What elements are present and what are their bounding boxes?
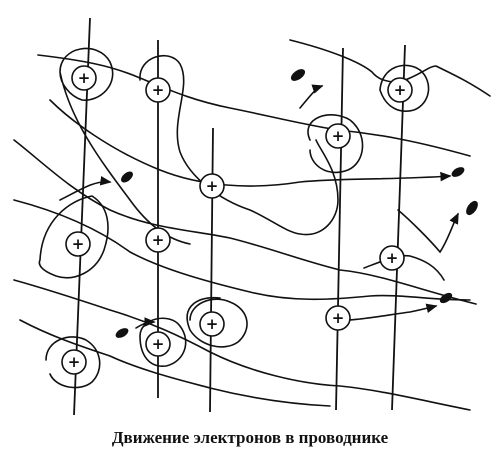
svg-text:+: + xyxy=(78,69,91,87)
svg-text:+: + xyxy=(332,127,345,145)
electron-icon xyxy=(451,167,465,177)
electron-icon xyxy=(115,328,129,338)
svg-text:+: + xyxy=(152,231,165,249)
electron-path xyxy=(299,84,324,109)
svg-text:+: + xyxy=(386,249,399,267)
electron-path xyxy=(379,64,430,112)
electron-path xyxy=(59,175,112,201)
electron-path xyxy=(363,254,445,281)
electron-path xyxy=(135,317,156,329)
positive-ion-icon: + xyxy=(71,65,97,91)
electron-path xyxy=(13,139,477,305)
svg-text:+: + xyxy=(394,81,407,99)
electron-path xyxy=(139,54,339,236)
positive-ion-icon: + xyxy=(65,231,91,257)
electron-icon xyxy=(466,200,478,216)
lattice-lines xyxy=(73,17,406,416)
positive-ion-icon: + xyxy=(325,305,351,331)
electron-paths xyxy=(13,39,491,411)
lattice-line xyxy=(209,127,214,413)
electron-path xyxy=(38,195,109,279)
conductor-diagram: + + + + + + + + xyxy=(13,17,491,416)
electron-path xyxy=(13,279,471,411)
positive-ion-icon: + xyxy=(379,245,405,271)
diagram-caption: Движение электронов в проводнике xyxy=(111,428,389,447)
electron-path xyxy=(59,47,191,245)
positive-ion-icon: + xyxy=(325,123,351,149)
svg-text:+: + xyxy=(152,81,165,99)
positive-ion-icon: + xyxy=(387,77,413,103)
electron-icon xyxy=(121,171,133,183)
positive-ion-icon: + xyxy=(145,77,171,103)
electron-path xyxy=(307,114,364,174)
svg-text:+: + xyxy=(206,177,219,195)
svg-text:+: + xyxy=(206,315,219,333)
electrons xyxy=(115,69,478,338)
electron-path xyxy=(289,39,491,97)
positive-ion-icon: + xyxy=(145,331,171,357)
electron-path xyxy=(49,99,452,187)
electron-icon xyxy=(290,69,306,81)
svg-text:+: + xyxy=(68,353,81,371)
electron-icon xyxy=(439,292,453,304)
positive-ion-icon: + xyxy=(61,349,87,375)
svg-text:+: + xyxy=(332,309,345,327)
positive-ion-icon: + xyxy=(199,311,225,337)
lattice-line xyxy=(335,47,344,411)
svg-text:+: + xyxy=(152,335,165,353)
lattice-line xyxy=(391,44,406,411)
positive-ions: + + + + + + + + xyxy=(61,65,413,375)
positive-ion-icon: + xyxy=(199,173,225,199)
electron-path xyxy=(186,296,248,348)
svg-text:+: + xyxy=(72,235,85,253)
electron-path xyxy=(19,319,331,407)
electron-path xyxy=(13,199,471,301)
electron-path xyxy=(397,209,459,254)
electron-path xyxy=(45,336,101,389)
positive-ion-icon: + xyxy=(145,227,171,253)
